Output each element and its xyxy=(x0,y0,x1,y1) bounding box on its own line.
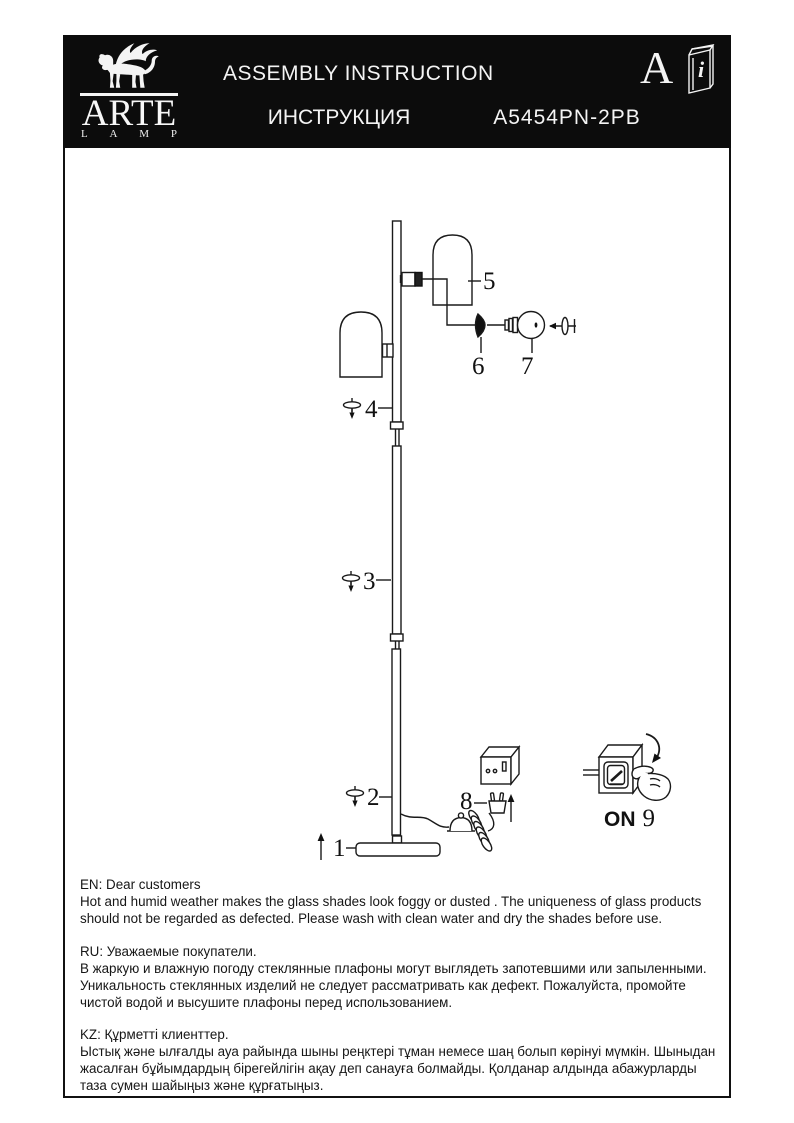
text-line: жасалған бұйымдардың бірегейлігін ақау д… xyxy=(80,1061,697,1076)
part-label-3: 3 xyxy=(363,568,376,595)
screw-icon-part2 xyxy=(345,786,365,807)
model-number: A5454PN-2PB xyxy=(493,106,641,129)
text-line: таза сумен шайыңыз және құрғатыңыз. xyxy=(80,1078,324,1093)
bulb-icon xyxy=(487,310,546,353)
plug-icon xyxy=(488,792,507,814)
wall-socket-icon xyxy=(479,745,521,786)
brand-letter: L xyxy=(81,128,88,140)
arrow-up-part8 xyxy=(507,794,515,822)
corner-letter: A xyxy=(640,42,674,93)
text-line: Ыстық және ылғалды ауа райында шыны реңк… xyxy=(80,1044,716,1059)
text-line: EN: Dear customers xyxy=(80,877,201,892)
part-label-1: 1 xyxy=(333,835,346,862)
socket-ring-icon xyxy=(474,312,486,353)
text-line: should not be regarded as defected. Plea… xyxy=(80,911,663,926)
brand-name: ARTE xyxy=(81,93,177,134)
booklet-letter: i xyxy=(698,57,705,82)
page-title: ASSEMBLY INSTRUCTION xyxy=(223,62,494,85)
text-line: KZ: Құрметті клиенттер. xyxy=(80,1027,229,1042)
part-label-8: 8 xyxy=(460,788,473,815)
brand-logo: ARTE L A M P xyxy=(78,41,182,143)
switch-on-label: ON 9 xyxy=(604,806,655,832)
screw-icon-part4 xyxy=(342,398,362,419)
winged-lion-icon xyxy=(98,43,159,88)
screw-icon-horizontal xyxy=(549,316,576,336)
brand-subtitle: L A M P xyxy=(81,128,177,140)
coiled-cable-icon xyxy=(468,809,493,852)
text-line: RU: Уважаемые покупатели. xyxy=(80,944,257,959)
left-shade xyxy=(339,311,394,378)
notes-ru: RU: Уважаемые покупатели. В жаркую и вла… xyxy=(80,943,707,1011)
label-leaders xyxy=(346,407,487,849)
page-title-ru: ИНСТРУКЦИЯ xyxy=(267,106,411,129)
part-label-5: 5 xyxy=(483,268,496,295)
header-bar: ARTE L A M P ASSEMBLY INSTRUCTION ИНСТРУ… xyxy=(63,35,731,148)
text-line: Уникальность стеклянных изделий не следу… xyxy=(80,978,686,993)
right-shade xyxy=(399,234,481,326)
notes-en: EN: Dear customers Hot and humid weather… xyxy=(80,876,701,927)
text-line: В жаркую и влажную погоду стеклянные пла… xyxy=(80,961,707,976)
part-label-7: 7 xyxy=(521,353,534,380)
arrow-up-part1 xyxy=(317,833,325,860)
lamp-pole xyxy=(389,220,404,836)
hand-icon xyxy=(631,765,672,801)
lamp-base xyxy=(355,835,441,857)
part-label-9: 9 xyxy=(642,805,656,832)
notes-kz: KZ: Құрметті клиенттер. Ыстық және ылғал… xyxy=(80,1026,715,1094)
info-booklet-icon: i xyxy=(688,44,715,94)
rotation-arrow-icon xyxy=(645,733,661,763)
brand-letter: A xyxy=(109,128,118,140)
part-label-2: 2 xyxy=(367,784,380,811)
text-line: Hot and humid weather makes the glass sh… xyxy=(80,894,702,909)
screw-icon-part3 xyxy=(341,571,361,592)
power-cord xyxy=(400,812,495,832)
logo-rule xyxy=(80,93,178,96)
part-label-6: 6 xyxy=(472,353,485,380)
on-text: ON xyxy=(604,808,636,831)
brand-letter: M xyxy=(139,128,150,140)
text-line: чистой водой и высушите плафоны перед ис… xyxy=(80,995,453,1010)
brand-letter: P xyxy=(170,128,177,140)
part-label-4: 4 xyxy=(365,396,378,423)
